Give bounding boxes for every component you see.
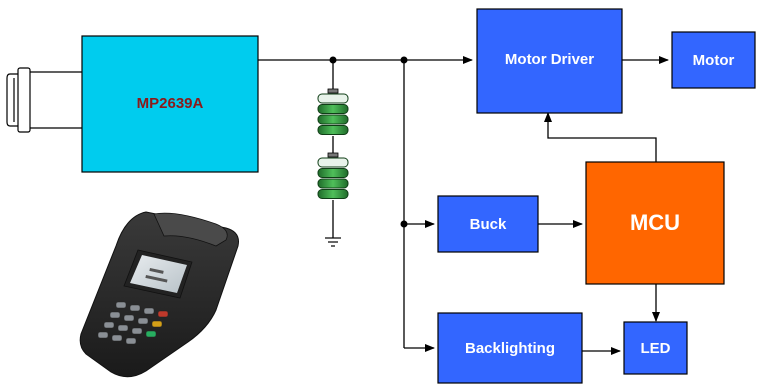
keypad [97, 301, 169, 345]
ground-symbol-icon [325, 237, 341, 247]
motor-label: Motor [693, 52, 735, 69]
buck-label: Buck [470, 216, 507, 233]
battery-cell [317, 88, 349, 135]
motor-block: Motor [671, 31, 756, 89]
backlighting-label: Backlighting [465, 340, 555, 357]
wires [28, 56, 669, 355]
junctions [329, 56, 408, 228]
junction-dot [400, 220, 408, 228]
charger-block: MP2639A [81, 35, 259, 173]
led-block: LED [623, 321, 688, 375]
backlighting-block: Backlighting [437, 312, 583, 384]
motor-driver-block: Motor Driver [476, 8, 623, 114]
mcu-label: MCU [630, 210, 680, 235]
usb-connector-icon [6, 67, 31, 133]
wire-mcu-to-driver [544, 112, 657, 162]
led-label: LED [641, 340, 671, 357]
motor-driver-label: Motor Driver [505, 51, 594, 68]
mcu-block: MCU [585, 161, 725, 285]
battery-icon [317, 88, 349, 199]
buck-block: Buck [437, 195, 539, 253]
junction-dot [400, 56, 408, 64]
charger-label: MP2639A [137, 95, 204, 112]
pos-terminal-icon [79, 211, 239, 378]
junction-dot [329, 56, 337, 64]
battery-cell [317, 152, 349, 199]
